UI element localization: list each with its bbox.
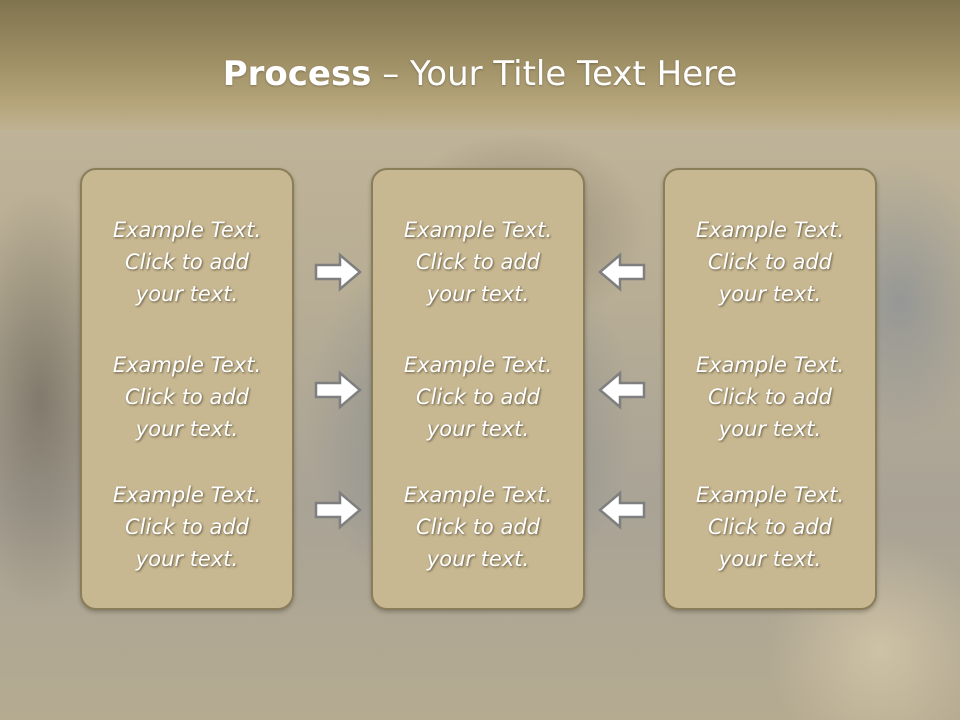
text-line: Example Text. bbox=[112, 218, 262, 242]
title-rest: – Your Title Text Here bbox=[371, 54, 738, 94]
text-line: your text. bbox=[135, 417, 239, 441]
panel-right: Example Text. Click to add your text. Ex… bbox=[663, 168, 877, 610]
text-line: Click to add bbox=[124, 250, 249, 274]
text-line: your text. bbox=[135, 282, 239, 306]
text-line: Example Text. bbox=[695, 483, 845, 507]
title-bold: Process bbox=[222, 54, 372, 94]
text-line: Click to add bbox=[415, 385, 540, 409]
text-line: your text. bbox=[718, 547, 822, 571]
text-line: your text. bbox=[135, 547, 239, 571]
text-line: your text. bbox=[426, 417, 530, 441]
text-item[interactable]: Example Text. Click to add your text. bbox=[373, 349, 583, 445]
text-item[interactable]: Example Text. Click to add your text. bbox=[373, 214, 583, 310]
arrow-left-icon bbox=[598, 370, 646, 410]
text-item[interactable]: Example Text. Click to add your text. bbox=[665, 349, 875, 445]
text-item[interactable]: Example Text. Click to add your text. bbox=[373, 479, 583, 575]
text-line: Example Text. bbox=[403, 218, 553, 242]
text-line: Example Text. bbox=[695, 353, 845, 377]
panel-middle: Example Text. Click to add your text. Ex… bbox=[371, 168, 585, 610]
text-line: Click to add bbox=[707, 385, 832, 409]
slide-title[interactable]: Process – Your Title Text Here bbox=[0, 54, 960, 94]
text-line: your text. bbox=[426, 282, 530, 306]
text-line: Click to add bbox=[415, 250, 540, 274]
text-line: Example Text. bbox=[403, 353, 553, 377]
title-band bbox=[0, 0, 960, 130]
text-line: Example Text. bbox=[695, 218, 845, 242]
text-item[interactable]: Example Text. Click to add your text. bbox=[665, 479, 875, 575]
arrow-left-icon bbox=[598, 252, 646, 292]
arrow-right-icon bbox=[314, 252, 362, 292]
text-line: your text. bbox=[426, 547, 530, 571]
text-line: Click to add bbox=[707, 250, 832, 274]
text-item[interactable]: Example Text. Click to add your text. bbox=[82, 479, 292, 575]
arrow-right-icon bbox=[314, 370, 362, 410]
text-line: Click to add bbox=[124, 385, 249, 409]
text-line: Example Text. bbox=[403, 483, 553, 507]
arrow-right-icon bbox=[314, 490, 362, 530]
text-line: your text. bbox=[718, 417, 822, 441]
text-line: Click to add bbox=[415, 515, 540, 539]
text-line: Click to add bbox=[707, 515, 832, 539]
text-line: your text. bbox=[718, 282, 822, 306]
text-item[interactable]: Example Text. Click to add your text. bbox=[665, 214, 875, 310]
text-line: Example Text. bbox=[112, 353, 262, 377]
panel-left: Example Text. Click to add your text. Ex… bbox=[80, 168, 294, 610]
text-item[interactable]: Example Text. Click to add your text. bbox=[82, 214, 292, 310]
arrow-left-icon bbox=[598, 490, 646, 530]
text-line: Example Text. bbox=[112, 483, 262, 507]
text-item[interactable]: Example Text. Click to add your text. bbox=[82, 349, 292, 445]
text-line: Click to add bbox=[124, 515, 249, 539]
